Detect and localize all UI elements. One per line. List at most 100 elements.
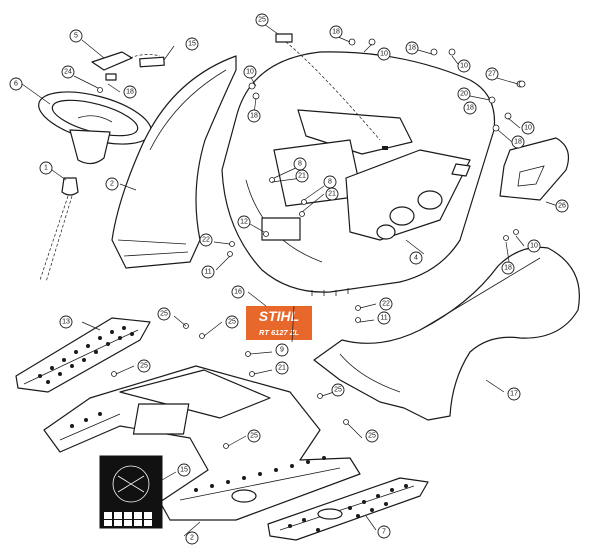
svg-text:13: 13 [62,319,70,326]
svg-text:21: 21 [278,365,286,372]
svg-text:25: 25 [160,311,168,318]
callout-6: 6 [9,77,23,91]
callout-5: 5 [69,29,83,43]
callout-10-a: 10 [377,47,391,61]
svg-text:26: 26 [558,203,566,210]
svg-text:18: 18 [332,29,340,36]
callout-8-a: 8 [293,157,307,171]
callout-18-f: 18 [501,261,515,275]
svg-text:10: 10 [246,69,254,76]
callout-18-b: 18 [405,41,419,55]
callout-2-upper: 2 [105,177,119,191]
floor-pan [43,365,361,521]
callout-10-b: 10 [457,59,471,73]
svg-text:9: 9 [280,347,284,354]
svg-text:24: 24 [64,69,72,76]
leader-lines [21,23,559,537]
callout-9: 9 [275,343,289,357]
model-name: RT 6127 ZL [259,328,299,337]
svg-text:25: 25 [258,17,266,24]
brand-name: STIHL [259,308,299,324]
callout-18-d: 18 [511,135,525,149]
callout-21-c: 21 [275,361,289,375]
svg-text:25: 25 [368,433,376,440]
svg-text:18: 18 [250,113,258,120]
svg-text:15: 15 [188,41,196,48]
svg-text:17: 17 [510,391,518,398]
callout-21-b: 21 [325,187,339,201]
callout-13: 13 [59,315,73,329]
callout-24: 25 [255,13,269,27]
callout-14: 15 [185,37,199,51]
callout-1: 1 [39,161,53,175]
steering-wheel [38,91,152,283]
svg-text:1: 1 [44,165,48,172]
svg-text:18: 18 [126,89,134,96]
svg-text:22: 22 [382,301,390,308]
callout-11-b: 11 [377,311,391,325]
svg-text:10: 10 [530,243,538,250]
side-panel [499,137,569,201]
callout-15: 15 [177,463,191,477]
callout-12: 12 [237,215,251,229]
svg-text:10: 10 [460,63,468,70]
warning-decal [99,455,163,529]
svg-text:27: 27 [488,71,496,78]
main-hood [221,51,496,296]
svg-text:22: 22 [202,237,210,244]
svg-text:25: 25 [228,319,236,326]
dash-cover [111,55,237,269]
callout-27: 27 [485,67,499,81]
callout-25-d: 25 [331,383,345,397]
callout-4: 4 [409,251,423,265]
brand-decal-background [246,306,312,340]
svg-text:25: 25 [250,433,258,440]
svg-text:18: 18 [408,45,416,52]
svg-text:4: 4 [414,255,418,262]
svg-text:18: 18 [514,139,522,146]
callout-2-lower: 2 [185,531,199,545]
svg-text:11: 11 [380,315,387,322]
svg-text:12: 12 [240,219,248,226]
callout-7: 7 [377,525,391,539]
svg-text:10: 10 [380,51,388,58]
svg-text:5: 5 [74,33,78,40]
callout-25-f: 25 [247,429,261,443]
callout-22-b: 22 [379,297,393,311]
callout-26: 26 [555,199,569,213]
svg-text:20: 20 [460,91,468,98]
svg-text:18: 18 [466,105,474,112]
callout-11-a: 11 [201,265,215,279]
callout-10-d: 10 [243,65,257,79]
svg-text:2: 2 [110,181,114,188]
callout-20: 20 [457,87,471,101]
brand-decal: STIHL RT 6127 ZL [246,306,312,340]
svg-text:2: 2 [190,535,194,542]
svg-text:21: 21 [298,173,306,180]
callout-17: 17 [507,387,521,401]
callout-25-a: 25 [157,307,171,321]
svg-text:8: 8 [298,161,302,168]
callout-19: 18 [123,85,137,99]
svg-text:16: 16 [234,289,242,296]
callout-18-a: 18 [329,25,343,39]
svg-text:15: 15 [180,467,188,474]
callout-21-a: 21 [295,169,309,183]
right-fender [313,246,580,421]
bracket-part [91,51,165,81]
callout-18-c: 18 [463,101,477,115]
callout-16: 16 [231,285,245,299]
callout-25-e: 25 [365,429,379,443]
svg-text:7: 7 [382,529,386,536]
callout-25-b: 25 [225,315,239,329]
svg-text:18: 18 [504,265,512,272]
svg-text:25: 25 [334,387,342,394]
hardware-bolts [97,33,526,449]
foot-plate-right [267,477,429,541]
callout-10-c: 10 [521,121,535,135]
callout-18-e: 18 [247,109,261,123]
foot-plate-left [15,317,151,393]
svg-text:25: 25 [140,363,148,370]
svg-text:8: 8 [328,179,332,186]
